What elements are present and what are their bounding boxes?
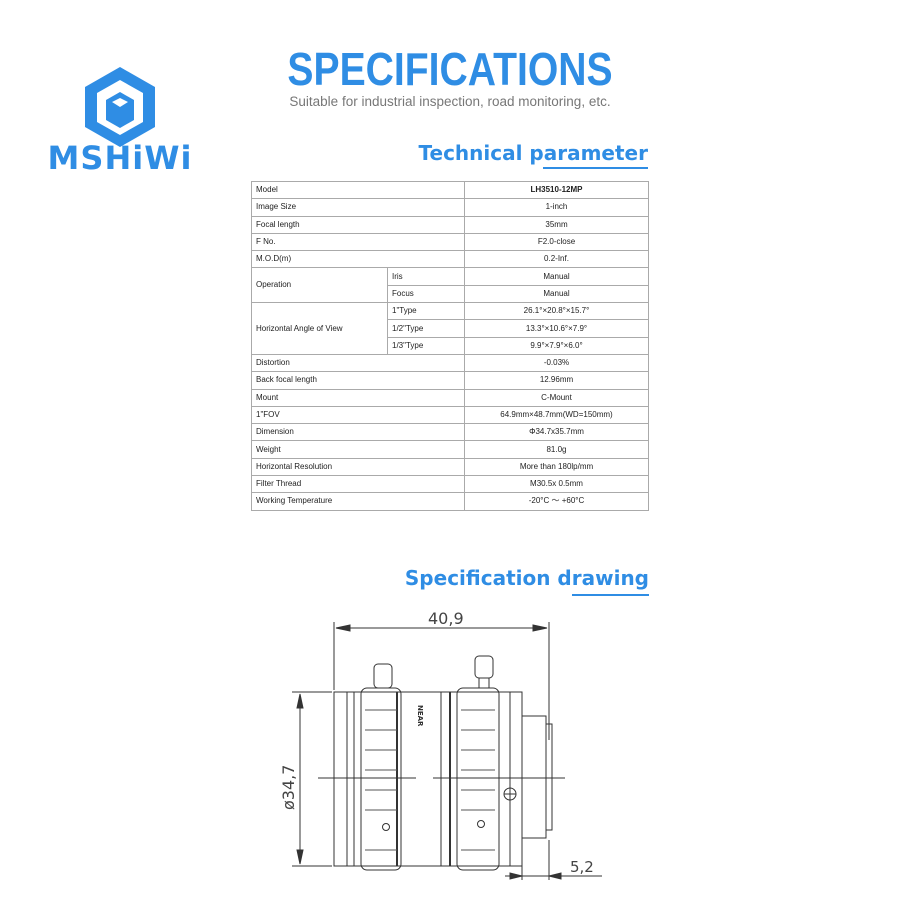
row-value: 13.3°×10.6°×7.9° bbox=[464, 319, 649, 338]
row-value: M30.5x 0.5mm bbox=[464, 475, 649, 494]
iris-ring bbox=[360, 687, 402, 871]
row-value: -0.03% bbox=[464, 353, 649, 373]
row-value: 0.2-Inf. bbox=[464, 250, 649, 269]
diameter-dimension: ø34,7 bbox=[279, 765, 298, 810]
row-value: More than 180lp/mm bbox=[464, 457, 649, 477]
brand-logo-icon bbox=[85, 67, 155, 147]
lens-drawing: 40,9 ø34,7 NEAR 5,2 bbox=[279, 609, 602, 880]
row-label: F No. bbox=[251, 232, 465, 252]
row-label: Horizontal Angle of View bbox=[251, 302, 388, 355]
row-sublabel: Iris bbox=[387, 267, 465, 286]
row-value: Φ34.7x35.7mm bbox=[464, 423, 649, 442]
specification-drawing-heading: Specification drawing bbox=[404, 566, 649, 590]
focus-ring bbox=[456, 687, 500, 871]
row-value: 12.96mm bbox=[464, 371, 649, 390]
row-value: Manual bbox=[464, 267, 649, 286]
heading-underline bbox=[572, 594, 649, 596]
row-label: Operation bbox=[251, 267, 388, 304]
length-dimension: 40,9 bbox=[428, 609, 464, 628]
row-label: Working Temperature bbox=[251, 492, 465, 511]
row-value: 26.1°×20.8°×15.7° bbox=[464, 302, 649, 321]
brand-name: MSHiWi bbox=[47, 139, 193, 177]
near-mark: NEAR bbox=[416, 705, 424, 727]
row-label: Filter Thread bbox=[251, 475, 465, 494]
row-value: LH3510-12MP bbox=[464, 180, 649, 200]
row-label: Weight bbox=[251, 440, 465, 459]
row-label: Distortion bbox=[251, 353, 465, 373]
row-value: 9.9°×7.9°×6.0° bbox=[464, 336, 649, 355]
row-value: 64.9mm×48.7mm(WD=150mm) bbox=[464, 405, 649, 425]
row-value: F2.0-close bbox=[464, 232, 649, 252]
row-label: Horizontal Resolution bbox=[251, 457, 465, 477]
page-subtitle: Suitable for industrial inspection, road… bbox=[289, 94, 611, 109]
table-row: Distortion-0.03% bbox=[251, 353, 649, 373]
row-value: C-Mount bbox=[464, 388, 649, 407]
iris-lock-screw bbox=[373, 663, 393, 689]
row-value: 81.0g bbox=[464, 440, 649, 459]
row-label: Model bbox=[251, 180, 465, 200]
row-value: Manual bbox=[464, 284, 649, 304]
focus-lock-screw bbox=[474, 655, 494, 679]
table-row: F No.F2.0-close bbox=[251, 232, 649, 252]
row-sublabel: 1"Type bbox=[387, 302, 465, 321]
row-label: Focal length bbox=[251, 215, 465, 234]
table-row: Working Temperature-20°C ～ +60°C bbox=[251, 492, 649, 511]
technical-parameter-heading: Technical parameter bbox=[418, 141, 648, 165]
row-value: -20°C ～ +60°C bbox=[464, 492, 649, 511]
row-sublabel: 1/2"Type bbox=[387, 319, 465, 338]
row-label: Mount bbox=[251, 388, 465, 407]
row-label: Back focal length bbox=[251, 371, 465, 390]
row-label: Dimension bbox=[251, 423, 465, 442]
row-value: 1-inch bbox=[464, 198, 649, 217]
row-sublabel: Focus bbox=[387, 284, 465, 304]
heading-underline bbox=[543, 167, 648, 169]
row-sublabel: 1/3"Type bbox=[387, 336, 465, 355]
flange-dimension: 5,2 bbox=[570, 858, 594, 876]
row-label: M.O.D(m) bbox=[251, 250, 465, 269]
row-label: 1"FOV bbox=[251, 405, 465, 425]
row-label: Image Size bbox=[251, 198, 465, 217]
page-title: SPECIFICATIONS bbox=[287, 43, 613, 95]
row-value: 35mm bbox=[464, 215, 649, 234]
table-row: M.O.D(m)0.2-Inf. bbox=[251, 250, 649, 269]
